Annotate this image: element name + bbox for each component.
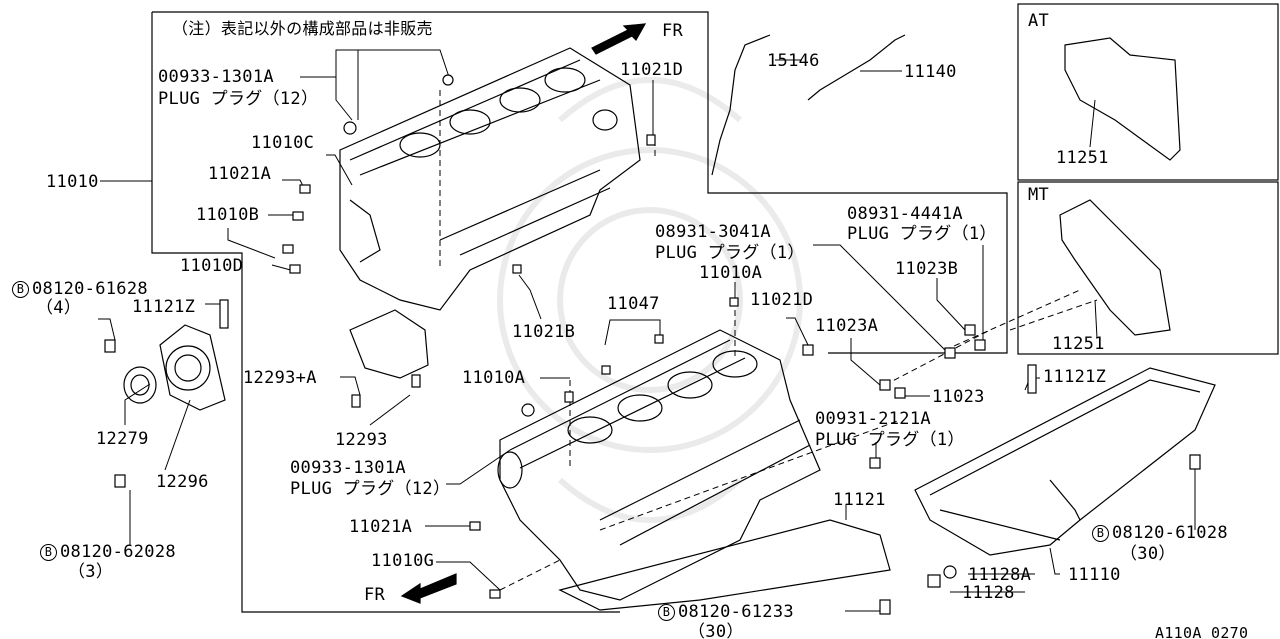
part-11251-mt[interactable]: 11251 bbox=[1052, 334, 1105, 354]
lower-cylinder-block bbox=[497, 329, 821, 601]
fr-arrow-top bbox=[591, 23, 647, 55]
watermark-emblem bbox=[497, 77, 803, 523]
part-11128a[interactable]: 11128A bbox=[968, 565, 1032, 585]
part-08931-3041a[interactable]: 08931-3041A bbox=[655, 222, 771, 242]
bolt-symbol-icon: B bbox=[40, 544, 57, 561]
part-11010c[interactable]: 11010C bbox=[251, 133, 315, 153]
note-text: （注）表記以外の構成部品は非販売 bbox=[172, 19, 433, 38]
bolt-symbol-icon: B bbox=[12, 281, 29, 298]
upper-frame bbox=[152, 11, 1008, 354]
part-00931-2121a[interactable]: 00931-2121A bbox=[815, 409, 931, 429]
part-11021a-bottom[interactable]: 11021A bbox=[349, 517, 413, 537]
oil-pan bbox=[914, 367, 1216, 556]
leader-lines bbox=[98, 49, 1196, 612]
part-11023a[interactable]: 11023A bbox=[815, 316, 879, 336]
at-plate bbox=[1064, 37, 1181, 161]
part-11010b[interactable]: 11010B bbox=[196, 205, 260, 225]
plug-qty-1-b: PLUG プラグ（1） bbox=[847, 224, 997, 244]
rear-seal-retainer bbox=[123, 324, 226, 411]
part-15146[interactable]: 15146 bbox=[767, 51, 820, 71]
qty-3: （3） bbox=[68, 562, 114, 582]
part-11023b[interactable]: 11023B bbox=[895, 259, 959, 279]
fr-label-top: FR bbox=[662, 21, 684, 41]
part-11010[interactable]: 11010 bbox=[46, 172, 99, 192]
part-11047[interactable]: 11047 bbox=[607, 294, 660, 314]
part-11023[interactable]: 11023 bbox=[932, 387, 985, 407]
dipstick bbox=[807, 34, 906, 101]
fr-arrow-bottom bbox=[400, 573, 457, 604]
mt-box bbox=[1017, 181, 1279, 355]
mt-box-label: MT bbox=[1028, 185, 1050, 205]
part-00933-1301a-bottom[interactable]: 00933-1301A bbox=[290, 458, 406, 478]
part-11140[interactable]: 11140 bbox=[904, 62, 957, 82]
part-12296[interactable]: 12296 bbox=[156, 472, 209, 492]
part-11128[interactable]: 11128 bbox=[962, 583, 1015, 603]
qty-30-b: （30） bbox=[688, 622, 744, 639]
part-12279[interactable]: 12279 bbox=[96, 429, 149, 449]
part-11121z-left[interactable]: 11121Z bbox=[132, 297, 196, 317]
plug-qty-12-bottom: PLUG プラグ（12） bbox=[290, 479, 451, 499]
diagram-code: A110A 0270 bbox=[1155, 624, 1249, 639]
fasteners bbox=[104, 74, 1201, 615]
plug-qty-1-a: PLUG プラグ（1） bbox=[655, 243, 805, 263]
fr-label-bottom: FR bbox=[364, 585, 386, 605]
part-00933-1301a-top[interactable]: 00933-1301A bbox=[158, 67, 274, 87]
part-11021a-top[interactable]: 11021A bbox=[208, 164, 272, 184]
mount-bracket bbox=[349, 309, 429, 379]
part-11010d[interactable]: 11010D bbox=[180, 256, 244, 276]
at-box-label: AT bbox=[1028, 11, 1050, 31]
part-12293a[interactable]: 12293+A bbox=[243, 368, 317, 388]
upper-cylinder-block bbox=[339, 47, 641, 311]
part-11021d-mid[interactable]: 11021D bbox=[750, 290, 814, 310]
dipstick-tube bbox=[711, 34, 771, 176]
plug-qty-1-c: PLUG プラグ（1） bbox=[815, 430, 965, 450]
bolt-symbol-icon: B bbox=[1092, 525, 1109, 542]
part-11010a-mid[interactable]: 11010A bbox=[462, 368, 526, 388]
mt-plate bbox=[1059, 199, 1171, 336]
part-11251-at[interactable]: 11251 bbox=[1056, 148, 1109, 168]
part-11121[interactable]: 11121 bbox=[833, 490, 886, 510]
part-11010a-top[interactable]: 11010A bbox=[699, 263, 763, 283]
bolt-symbol-icon: B bbox=[658, 604, 675, 621]
part-12293[interactable]: 12293 bbox=[335, 430, 388, 450]
part-11121z-right[interactable]: 11121Z bbox=[1043, 367, 1107, 387]
part-11110[interactable]: 11110 bbox=[1068, 565, 1121, 585]
part-11010g[interactable]: 11010G bbox=[371, 551, 435, 571]
part-11021d-top[interactable]: 11021D bbox=[620, 60, 684, 80]
plug-qty-12-top: PLUG プラグ（12） bbox=[158, 89, 319, 109]
at-box bbox=[1017, 3, 1279, 181]
qty-4: （4） bbox=[36, 298, 82, 318]
oil-pan-gasket bbox=[558, 519, 891, 611]
qty-30-a: （30） bbox=[1120, 544, 1176, 564]
part-11021b[interactable]: 11021B bbox=[512, 322, 576, 342]
part-08931-4441a[interactable]: 08931-4441A bbox=[847, 204, 963, 224]
